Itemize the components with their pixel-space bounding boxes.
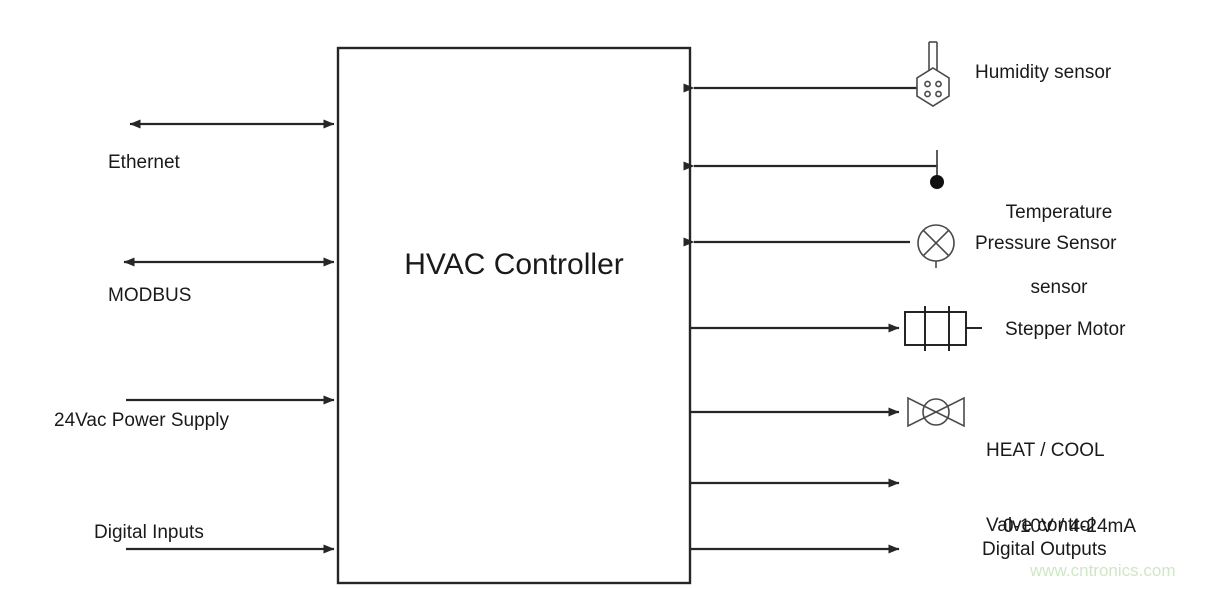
stepper-motor-icon [904,306,982,351]
port-label-stepper-motor: Stepper Motor [1005,319,1126,340]
hvac-controller-block [336,46,692,585]
port-label-valve-control: HEAT / COOL Valve control [986,388,1105,588]
humidity-sensor-icon [916,41,950,107]
port-label-temperature-sensor-line2: sensor [1030,277,1088,298]
port-label-digital-inputs: Digital Inputs [94,522,204,543]
valve-icon [907,396,965,428]
port-label-modbus: MODBUS [108,285,192,306]
port-label-ethernet: Ethernet [108,152,180,173]
port-label-pressure-sensor: Pressure Sensor [975,233,1117,254]
port-label-temperature-sensor: Temperature sensor [975,150,1143,350]
port-label-power-supply: 24Vac Power Supply [54,410,229,431]
port-label-digital-outputs: Digital Outputs [982,539,1107,560]
port-label-humidity-sensor: Humidity sensor [975,62,1112,83]
port-label-temperature-sensor-line1: Temperature [1005,202,1113,223]
port-label-valve-control-line1: HEAT / COOL [986,440,1105,461]
port-label-analog-output-line1: 0-10V / 4-24mA [1002,516,1137,537]
pressure-sensor-icon [917,224,955,268]
page-title: HVAC Controller [404,248,624,281]
port-label-valve-control-line2: Valve control [986,515,1095,536]
temperature-sensor-icon [930,150,944,189]
port-label-analog-output: 0-10V / 4-24mA Output [982,464,1157,589]
watermark: www.cntronics.com [1030,561,1176,580]
